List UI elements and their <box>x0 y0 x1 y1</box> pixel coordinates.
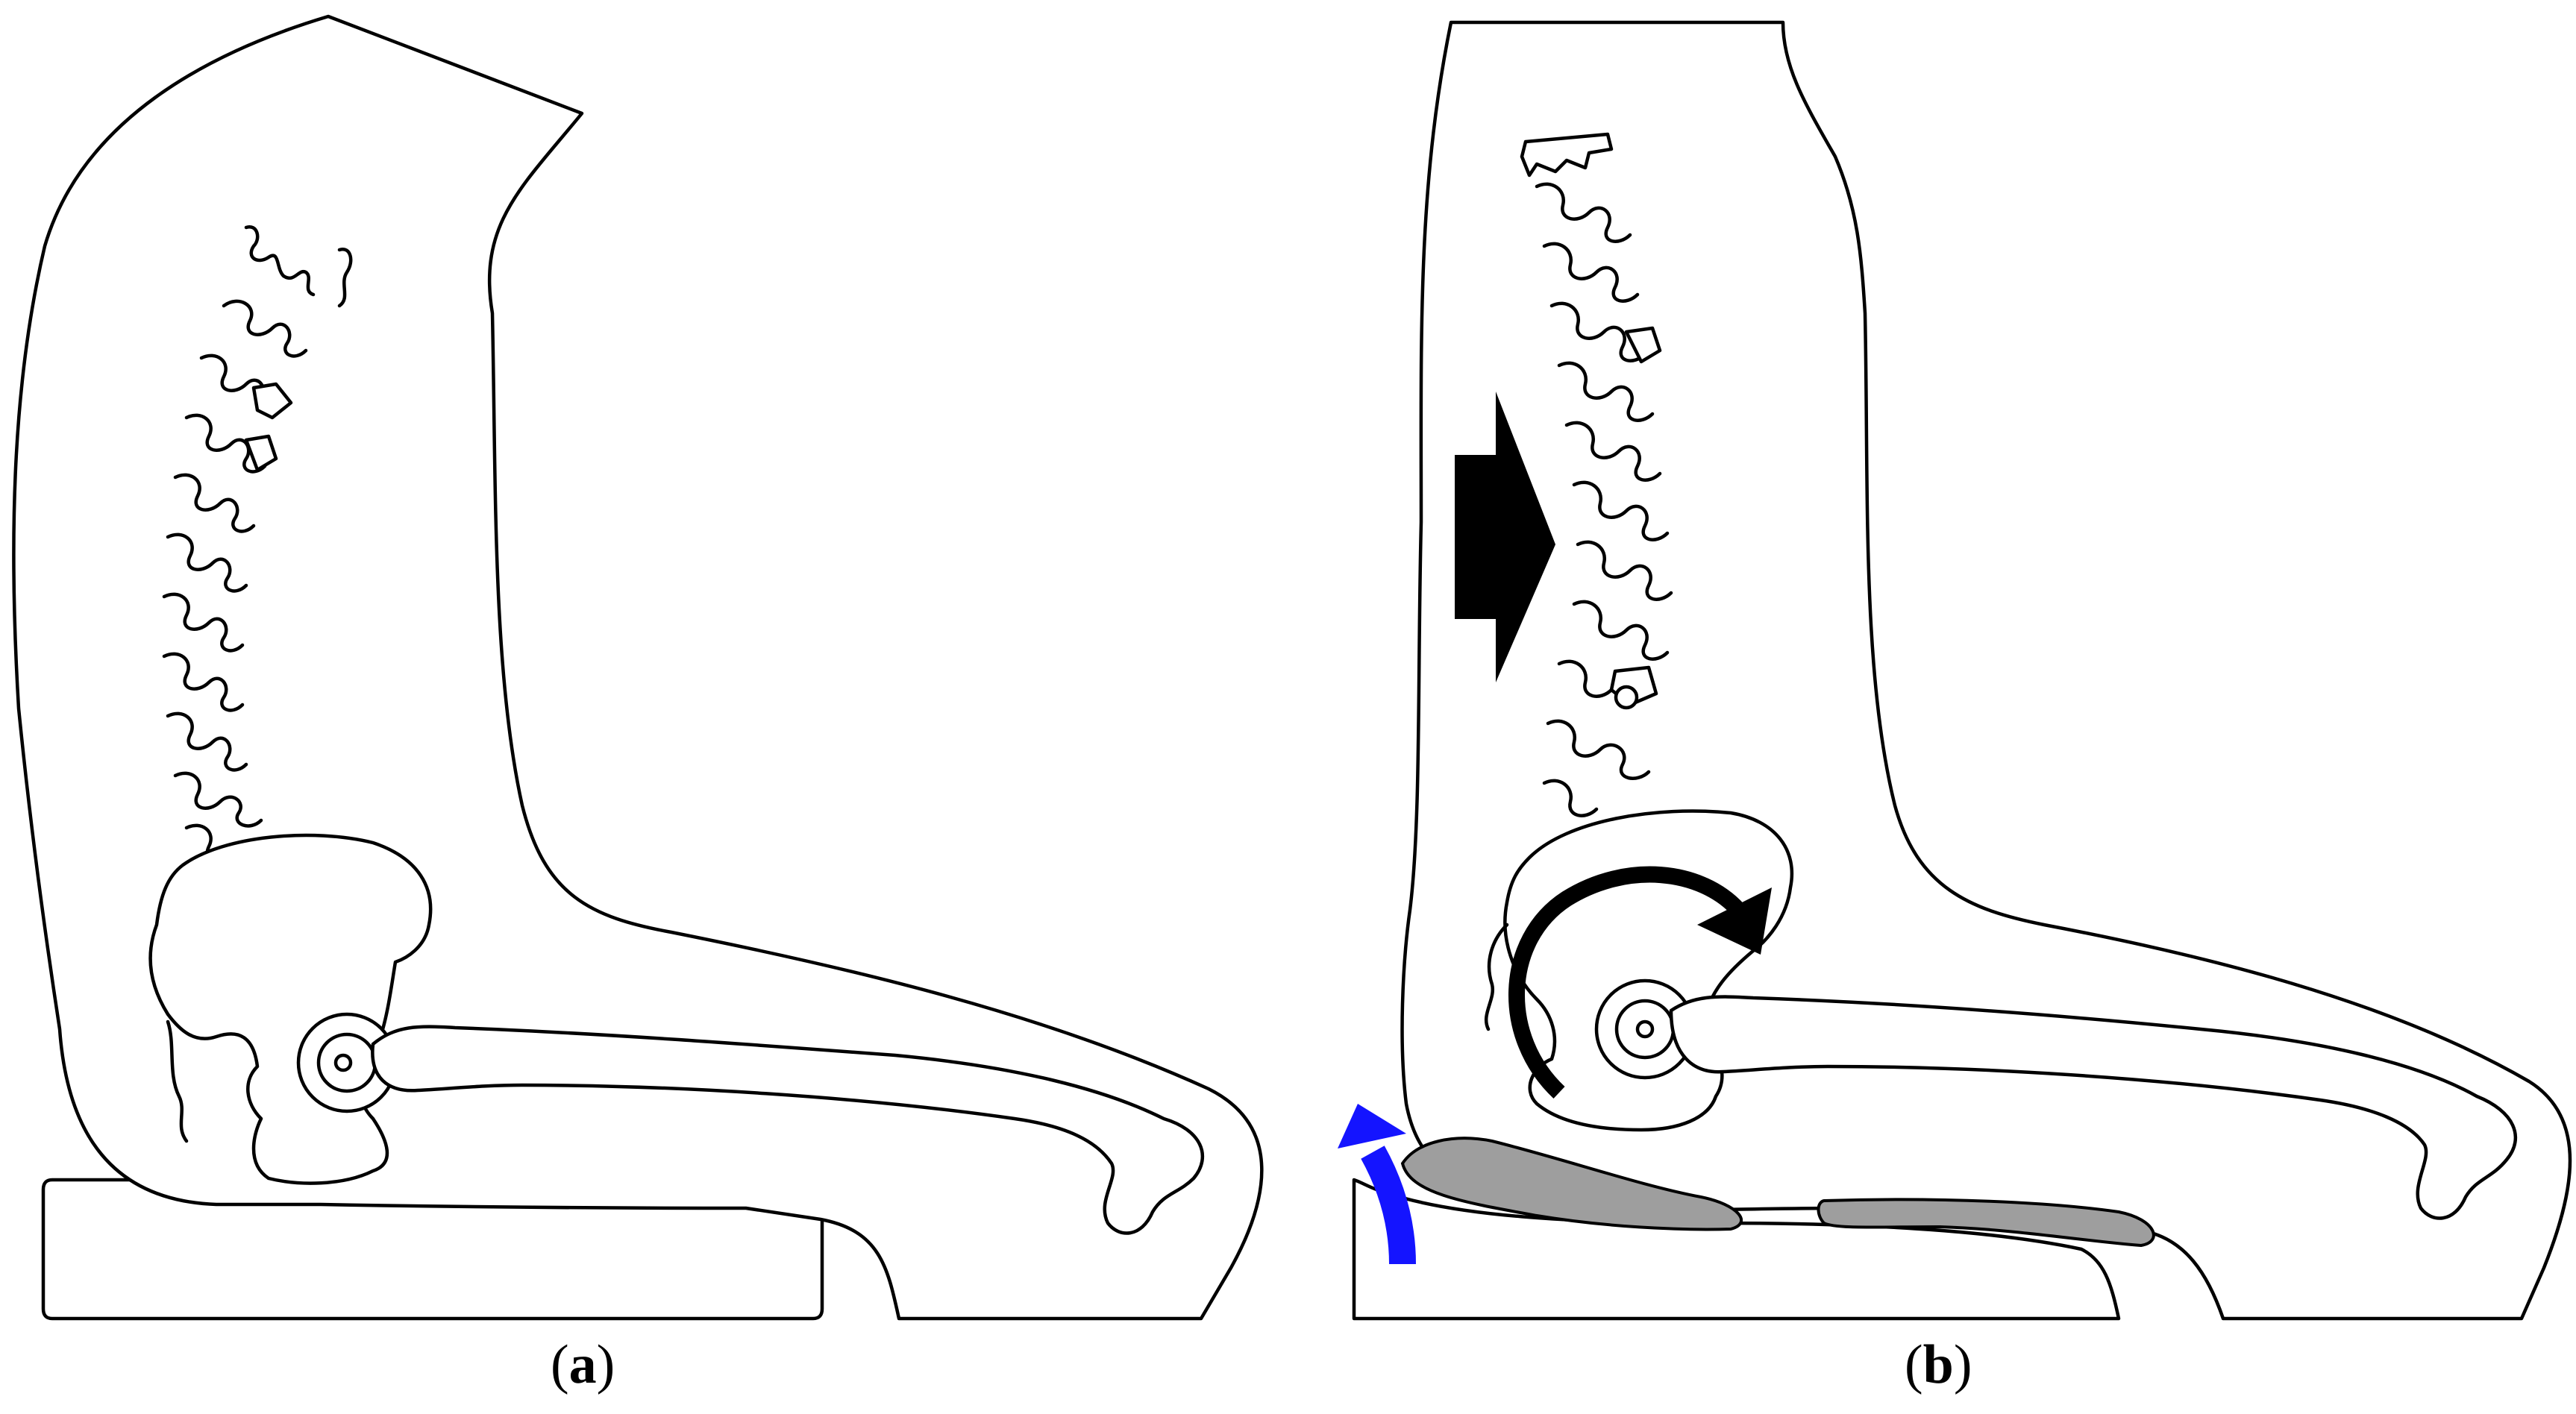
panel-label-a: (a) <box>551 1337 615 1392</box>
hip-center-a <box>333 1053 353 1072</box>
spine-b <box>1520 132 1673 817</box>
cushion-pad-right <box>1817 1198 2155 1248</box>
hip-center-b <box>1635 1019 1655 1039</box>
right-arrow-icon <box>1455 392 1555 682</box>
femur-a <box>371 1025 1205 1235</box>
femur-b <box>1669 995 2518 1220</box>
panel-label-a-open: ( <box>551 1334 569 1395</box>
panel-label-b: (b) <box>1905 1337 1972 1392</box>
panel-label-b-letter: b <box>1922 1334 1954 1395</box>
panel-a <box>12 14 1264 1321</box>
sacrum-b <box>1484 923 1509 1031</box>
spine-a <box>162 225 353 867</box>
panel-b <box>1338 20 2572 1321</box>
panel-label-b-open: ( <box>1905 1334 1923 1395</box>
panel-label-a-close: ) <box>596 1334 615 1395</box>
cushion-pad-left <box>1400 1137 1743 1231</box>
curved-up-arrow-icon <box>1338 1104 1416 1265</box>
sacrum-a <box>166 1019 189 1143</box>
clockwise-arrow-icon <box>1508 866 1772 1099</box>
panel-label-b-close: ) <box>1953 1334 1972 1395</box>
panel-label-a-letter: a <box>568 1334 597 1395</box>
